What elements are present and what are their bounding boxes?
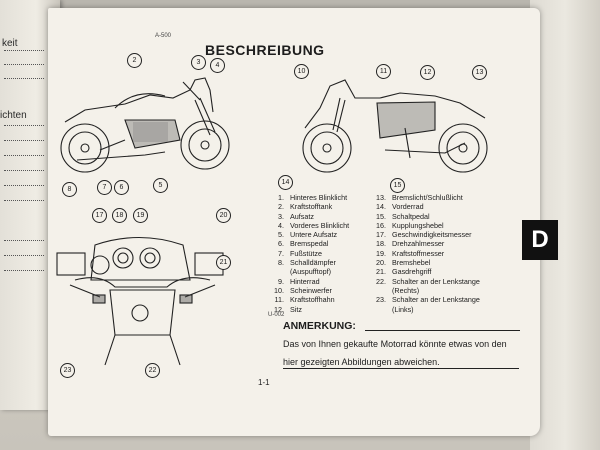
toc-leader — [4, 155, 44, 156]
legend-item: 5.Untere Aufsatz — [278, 230, 338, 240]
toc-leader — [4, 240, 44, 241]
legend-item: 9.Hinterrad — [278, 276, 320, 286]
toc-leader — [4, 50, 44, 51]
callout-18: 18 — [112, 208, 127, 223]
callout-3: 3 — [191, 55, 206, 70]
motorcycle-left-view-illustration — [60, 77, 230, 173]
callout-5: 5 — [153, 178, 168, 193]
legend-item: 15.Schaltpedal — [376, 211, 430, 221]
reference-code-bottom: U-002 — [268, 312, 285, 318]
left-page-fragment: ichten — [0, 110, 27, 121]
legend-item: 16.Kupplungshebel — [376, 220, 444, 230]
callout-14: 14 — [278, 175, 293, 190]
note-rule-top — [365, 330, 520, 331]
section-tab: D — [522, 220, 558, 260]
legend-item: 12.Sitz — [274, 304, 302, 314]
callout-10: 10 — [294, 64, 309, 79]
page-title: BESCHREIBUNG — [205, 42, 325, 58]
callout-2: 2 — [127, 53, 142, 68]
legend-item: 7.Fußstütze — [278, 248, 322, 258]
reference-code-top: A-500 — [155, 33, 172, 39]
callout-23: 23 — [60, 363, 75, 378]
note-title: ANMERKUNG: — [283, 320, 356, 332]
toc-leader — [4, 125, 44, 126]
legend-item: (Auspufftopf) — [290, 267, 332, 277]
motorcycle-right-view-illustration — [302, 79, 488, 173]
callout-4: 4 — [210, 58, 225, 73]
legend-right-column: 13.Bremslicht/Schlußlicht 14.Vorderrad 1… — [370, 193, 480, 314]
legend-item: 21.Gasdrehgriff — [376, 267, 432, 277]
callout-19: 19 — [133, 208, 148, 223]
legend-left-column: 1.Hinteres Blinklicht 2.Kraftstofftank 3… — [268, 193, 349, 314]
toc-leader — [4, 200, 44, 201]
legend-item: 17.Geschwindigkeitsmesser — [376, 230, 472, 240]
legend-item: (Rechts) — [392, 285, 420, 295]
legend-item: 4.Vorderes Blinklicht — [278, 220, 350, 230]
toc-leader — [4, 140, 44, 141]
legend-item: (Links) — [392, 304, 414, 314]
legend-item: 13.Bremslicht/Schlußlicht — [376, 193, 463, 202]
callout-15: 15 — [390, 178, 405, 193]
legend-item: 20.Bremshebel — [376, 258, 431, 268]
legend-item: 10.Scheinwerfer — [274, 285, 332, 295]
callout-22: 22 — [145, 363, 160, 378]
left-page-fragment: keit — [2, 38, 18, 49]
handlebar-instrument-illustration — [56, 236, 224, 366]
legend-item: 22.Schalter an der Lenkstange — [376, 276, 480, 286]
legend-item: 1.Hinteres Blinklicht — [278, 193, 348, 202]
legend-item: 3.Aufsatz — [278, 211, 314, 221]
callout-7: 7 — [97, 180, 112, 195]
callout-8: 8 — [62, 182, 77, 197]
legend-item: 19.Kraftstoffmesser — [376, 248, 445, 258]
toc-leader — [4, 64, 44, 65]
callout-12: 12 — [420, 65, 435, 80]
legend-item: 6.Bremspedal — [278, 239, 329, 249]
page-number: 1-1 — [258, 378, 270, 387]
callout-13: 13 — [472, 65, 487, 80]
legend-item: 11.Kraftstoffhahn — [274, 295, 335, 305]
toc-leader — [4, 78, 44, 79]
toc-leader — [4, 170, 44, 171]
callout-21: 21 — [216, 255, 231, 270]
callout-6: 6 — [114, 180, 129, 195]
callout-11: 11 — [376, 64, 391, 79]
legend-item: 14.Vorderrad — [376, 202, 424, 212]
manual-page — [48, 8, 540, 436]
toc-leader — [4, 270, 44, 271]
legend-item: 2.Kraftstofftank — [278, 202, 333, 212]
note-rule-bottom — [283, 368, 519, 369]
legend-item: 8.Schalldämpfer — [278, 258, 336, 268]
legend-item: 18.Drehzahlmesser — [376, 239, 445, 249]
note-text: Das von Ihnen gekaufte Motorrad könnte e… — [283, 339, 507, 367]
toc-leader — [4, 255, 44, 256]
callout-20: 20 — [216, 208, 231, 223]
legend-item: 23.Schalter an der Lenkstange — [376, 295, 480, 305]
callout-17: 17 — [92, 208, 107, 223]
toc-leader — [4, 185, 44, 186]
